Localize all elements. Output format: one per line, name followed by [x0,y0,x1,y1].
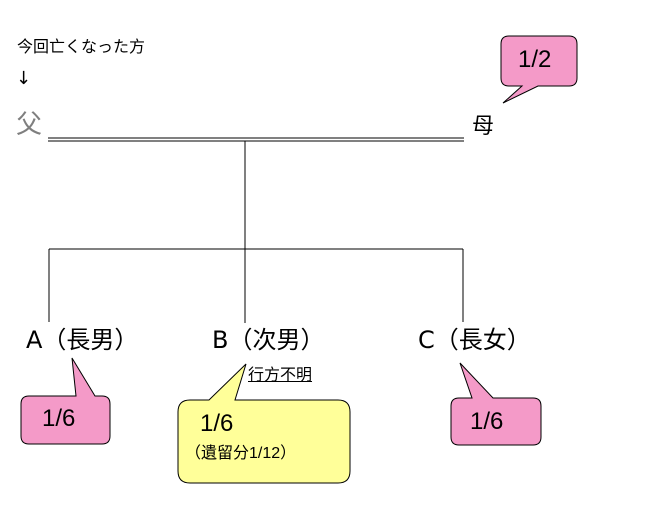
missing-note: 行方不明 [248,365,313,384]
child-c-label: C（長女） [418,326,531,354]
child-a-share-text: 1/6 [42,405,76,432]
child-c-share-text: 1/6 [470,408,504,435]
mother-share-text: 1/2 [518,46,552,73]
child-a-share-bubble [20,357,111,445]
child-a-label: A（長男） [26,326,139,354]
father-label: 父 [16,110,43,140]
child-b-reserved-share-text: （遺留分1/12） [185,445,297,462]
child-b-share-text: 1/6 [200,410,234,437]
child-b-share-bubble [177,363,351,484]
child-b-label: B（次男） [212,326,325,354]
deceased-note: 今回亡くなった方 [17,37,146,56]
mother-share-bubble [500,35,578,104]
mother-label: 母 [472,114,495,139]
down-arrow-icon: ↓ [16,68,32,89]
child-c-share-bubble [450,362,542,446]
